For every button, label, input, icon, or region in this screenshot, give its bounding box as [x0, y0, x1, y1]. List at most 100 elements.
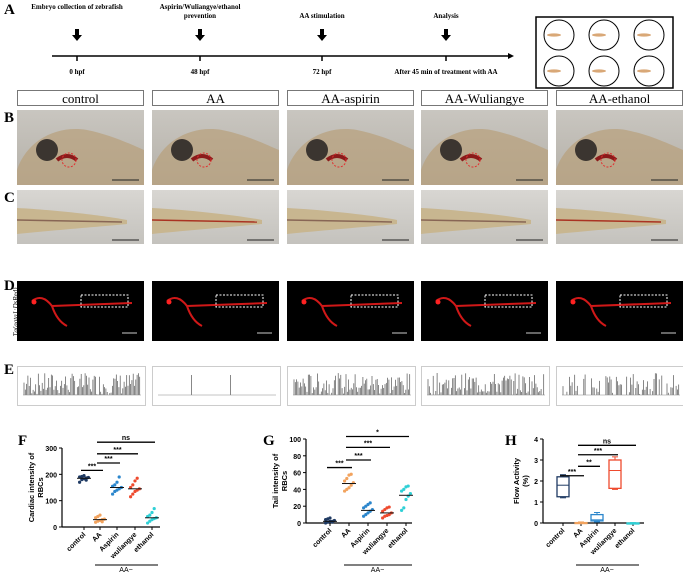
data-point: [347, 486, 351, 490]
y-tick-label: 0: [53, 525, 57, 532]
data-point: [117, 475, 121, 479]
larva-tail-image: [152, 190, 279, 244]
x-tick-label: AA: [91, 531, 103, 543]
data-point: [349, 472, 353, 476]
data-point: [98, 513, 102, 517]
significance-label: ***: [104, 456, 112, 463]
fluorescence-image: [421, 281, 548, 341]
data-point: [383, 507, 387, 512]
larva-head-image: [152, 110, 279, 185]
data-point: [343, 479, 347, 483]
y-axis-label-line: Flow Activity: [512, 457, 521, 504]
y-tick-label: 0: [534, 521, 538, 528]
timeline-step-4-label: Analysis: [433, 12, 459, 20]
significance-label: ***: [335, 461, 343, 468]
data-point: [404, 497, 408, 502]
significance-label: ***: [354, 453, 362, 460]
y-tick-label: 100: [289, 437, 301, 444]
timeline-time-1: 0 hpf: [69, 68, 85, 76]
data-point: [381, 516, 385, 520]
timeline-step-1-label: Embryo collection of zebrafish: [31, 3, 123, 11]
data-point: [146, 521, 150, 525]
data-point: [102, 517, 106, 521]
y-tick-label: 2: [534, 479, 538, 486]
group-header-control: control: [17, 90, 144, 106]
fluorescence-image: [17, 281, 144, 341]
timeline-time-2: 48 hpf: [190, 68, 210, 76]
data-point: [150, 510, 154, 515]
data-point: [131, 483, 135, 487]
data-point: [364, 513, 368, 517]
group-bracket-label: AA−: [600, 567, 613, 572]
box: [608, 459, 622, 490]
y-axis-label-line: (%): [521, 475, 530, 487]
blood-flow-trace: [421, 366, 550, 406]
box: [590, 513, 604, 522]
fluorescence-image: [556, 281, 683, 341]
data-point: [402, 487, 406, 491]
data-point: [402, 506, 406, 510]
data-point: [362, 506, 366, 510]
data-point: [362, 514, 366, 518]
fluorescence-image: [287, 281, 414, 341]
larva-tail-image: [17, 190, 144, 244]
data-point: [100, 520, 104, 524]
group-header-aa-aspirin: AA-aspirin: [287, 90, 414, 106]
x-tick-label: control: [66, 531, 88, 553]
data-point: [84, 478, 88, 482]
data-point: [387, 513, 391, 517]
significance-label: ***: [568, 469, 576, 476]
data-point: [366, 511, 370, 515]
y-tick-label: 40: [293, 487, 301, 494]
significance-label: ns: [603, 438, 611, 445]
y-axis-label-line: Cardiac intensity of: [27, 452, 36, 522]
data-point: [366, 502, 370, 507]
y-axis-label: Tail intensity ofRBCs: [271, 453, 289, 508]
significance-label: *: [376, 429, 379, 436]
panel-label-a: A: [4, 2, 15, 18]
data-point: [400, 508, 404, 512]
data-point: [129, 485, 133, 490]
y-tick-label: 3: [534, 458, 538, 465]
significance-label: ***: [594, 448, 602, 455]
blood-flow-trace: [17, 366, 146, 406]
significance-label: ***: [88, 463, 96, 470]
y-tick-label: 0: [297, 521, 301, 528]
timeline-time-3: 72 hpf: [312, 68, 332, 76]
data-point: [135, 476, 139, 480]
data-point: [111, 492, 115, 496]
y-tick-label: 80: [293, 454, 301, 461]
blood-flow-trace: [287, 366, 416, 406]
data-point: [78, 480, 82, 484]
blood-flow-trace: [556, 366, 683, 406]
x-tick-label: control: [545, 527, 567, 549]
y-tick-label: 100: [45, 499, 57, 506]
larva-tail-image: [287, 190, 414, 244]
panel-label-e: E: [4, 362, 15, 378]
data-point: [368, 501, 372, 505]
timeline-time-4: After 45 min of treatment with AA: [394, 68, 498, 76]
data-point: [349, 483, 353, 487]
panel-label-f: F: [18, 433, 28, 449]
significance-label: ***: [113, 447, 121, 454]
panel-label-b: B: [4, 110, 15, 126]
y-axis-label-line: Tail intensity of: [271, 453, 280, 508]
panel-label-g: G: [263, 433, 275, 449]
group-bracket-label: AA−: [371, 567, 384, 572]
significance-label: ***: [364, 440, 372, 447]
y-tick-label: 300: [45, 446, 57, 453]
larva-head-image: [17, 110, 144, 185]
data-point: [152, 506, 156, 511]
box: [556, 476, 570, 498]
timeline-step-3-label: AA stimulation: [299, 12, 345, 20]
x-tick-label: ethanol: [387, 527, 410, 550]
data-point: [129, 495, 133, 499]
well-plate-icon: [535, 16, 674, 89]
y-axis-label: Flow Activity(%): [512, 457, 530, 504]
significance-label: ns: [122, 435, 130, 442]
group-header-aa: AA: [152, 90, 279, 106]
